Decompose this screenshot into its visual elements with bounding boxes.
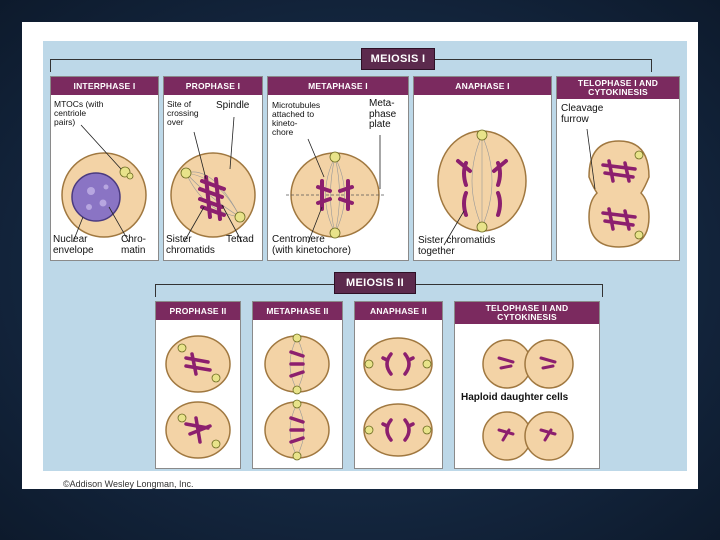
- label-chromatin: Chro- matin: [121, 235, 146, 256]
- label-nuclear-envelope: Nuclear envelope: [53, 235, 94, 256]
- meiosis-1-title: MEIOSIS I: [361, 48, 435, 70]
- telophase-2-cells: [455, 302, 599, 468]
- panel-telophase-2: TELOPHASE II AND CYTOKINESIS Haploid dau…: [454, 301, 600, 469]
- anaphase-1-cell: [414, 77, 551, 260]
- chromatin-spot: [100, 200, 107, 207]
- panel-telophase-1: TELOPHASE I AND CYTOKINESIS Cleavage fur…: [556, 76, 680, 261]
- panel-metaphase-1: METAPHASE I Microtubules attached to kin…: [267, 76, 409, 261]
- panel-prophase-2: PROPHASE II: [155, 301, 241, 469]
- label-sister-chromatids: Sister chromatids: [166, 235, 215, 256]
- panel-anaphase-2: ANAPHASE II: [354, 301, 443, 469]
- label-haploid-daughter-cells: Haploid daughter cells: [461, 393, 568, 404]
- panel-prophase-1: PROPHASE I Site of crossing over Spindle: [163, 76, 263, 261]
- telophase-1-cell: [557, 77, 679, 260]
- metaphase-1-cell: [268, 77, 408, 260]
- anaphase-2-cells: [355, 302, 442, 468]
- slide: MEIOSIS I INTERPHASE I MTOCs (with centr…: [22, 22, 698, 489]
- label-centromere: Centromere (with kinetochore): [272, 235, 351, 256]
- label-tetrad: Tetrad: [226, 235, 254, 246]
- meiosis-1-bracket: [50, 59, 652, 72]
- panel-anaphase-1: ANAPHASE I Sister chromatids together: [413, 76, 552, 261]
- panel-interphase-1: INTERPHASE I MTOCs (with centriole pairs…: [50, 76, 159, 261]
- interphase-cell: [51, 77, 158, 260]
- panel-metaphase-2: METAPHASE II: [252, 301, 343, 469]
- chromatin-spot: [86, 204, 92, 210]
- metaphase-2-cells: [253, 302, 342, 468]
- label-sister-chromatids-together: Sister chromatids together: [418, 236, 495, 257]
- prophase-1-cell: [164, 77, 262, 260]
- chromatin-spot: [104, 185, 109, 190]
- meiosis-2-title: MEIOSIS II: [334, 272, 416, 294]
- prophase-2-cells: [156, 302, 240, 468]
- copyright-credit: ©Addison Wesley Longman, Inc.: [63, 479, 194, 489]
- chromatin-spot: [87, 187, 95, 195]
- meiosis-figure: MEIOSIS I INTERPHASE I MTOCs (with centr…: [43, 41, 687, 471]
